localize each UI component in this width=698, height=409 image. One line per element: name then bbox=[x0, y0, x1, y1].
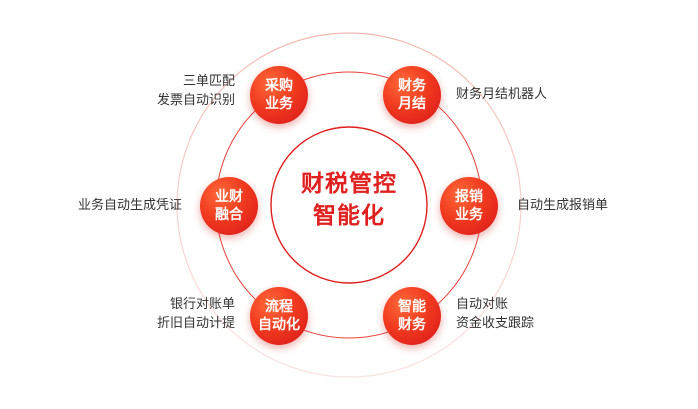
node-finance-month[interactable]: 财务 月结 bbox=[383, 66, 441, 124]
node-process-automation[interactable]: 流程 自动化 bbox=[250, 287, 308, 345]
center-title-line1: 财税管控 bbox=[301, 171, 397, 197]
node-procurement[interactable]: 采购 业务 bbox=[250, 66, 308, 124]
desc-line: 业务自动生成凭证 bbox=[77, 198, 182, 213]
desc-procurement: 三单匹配 发票自动识别 bbox=[157, 72, 235, 110]
desc-line: 银行对账单 bbox=[169, 297, 235, 312]
desc-smart-finance: 自动对账 资金收支跟踪 bbox=[456, 295, 534, 333]
desc-line: 自动生成报销单 bbox=[517, 198, 609, 213]
outer-ring bbox=[176, 32, 522, 378]
node-label-line1: 财务 bbox=[398, 78, 426, 94]
desc-line: 财务月结机器人 bbox=[456, 87, 548, 102]
node-label-line1: 流程 bbox=[265, 299, 293, 315]
node-reimbursement[interactable]: 报销 业务 bbox=[440, 177, 498, 235]
desc-line: 自动对账 bbox=[456, 297, 509, 312]
node-label-line1: 报销 bbox=[455, 189, 483, 205]
node-label-line1: 采购 bbox=[265, 78, 293, 94]
desc-finance-month: 财务月结机器人 bbox=[456, 85, 547, 104]
node-label-line1: 智能 bbox=[398, 299, 426, 315]
center-title-line2: 智能化 bbox=[313, 203, 385, 229]
desc-line: 三单匹配 bbox=[182, 74, 235, 89]
desc-line: 折旧自动计提 bbox=[156, 316, 235, 331]
desc-line: 资金收支跟踪 bbox=[456, 316, 535, 331]
node-label-line1: 业财 bbox=[215, 189, 243, 205]
node-label-line2: 月结 bbox=[398, 96, 426, 112]
desc-reimbursement: 自动生成报销单 bbox=[517, 196, 608, 215]
node-label-line2: 业务 bbox=[265, 96, 293, 112]
desc-process-automation: 银行对账单 折旧自动计提 bbox=[157, 295, 235, 333]
node-label-line2: 融合 bbox=[215, 207, 243, 223]
node-business-finance[interactable]: 业财 融合 bbox=[200, 177, 258, 235]
node-label-line2: 业务 bbox=[455, 207, 483, 223]
center-title: 财税管控 智能化 bbox=[279, 168, 419, 232]
desc-line: 发票自动识别 bbox=[156, 93, 235, 108]
desc-business-finance: 业务自动生成凭证 bbox=[78, 196, 182, 215]
node-label-line2: 自动化 bbox=[258, 317, 300, 333]
node-smart-finance[interactable]: 智能 财务 bbox=[383, 287, 441, 345]
inner-ring bbox=[270, 126, 428, 284]
node-label-line2: 财务 bbox=[398, 317, 426, 333]
